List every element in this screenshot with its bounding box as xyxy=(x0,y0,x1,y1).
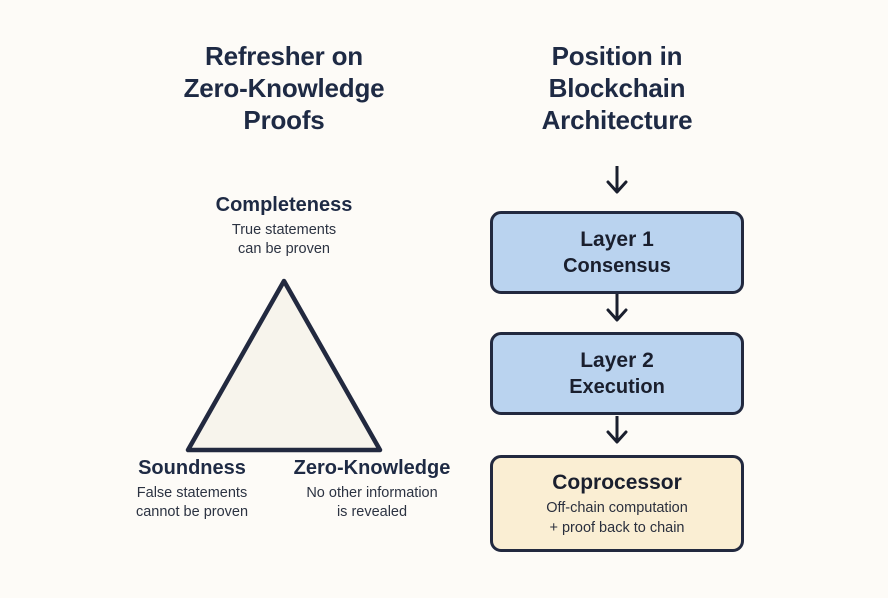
vertex-name-zero-knowledge: Zero-Knowledge xyxy=(293,457,451,479)
vertex-desc-soundness: False statements cannot be proven xyxy=(104,484,280,522)
triangle-polygon xyxy=(185,278,383,453)
vertex-desc-soundness-line-2: cannot be proven xyxy=(135,504,249,520)
vertex-label-zero-knowledge: Zero-Knowledge No other information is r… xyxy=(272,455,472,522)
arrow-down-icon xyxy=(606,294,628,322)
stack-box-layer-2-subtitle: Execution xyxy=(569,375,665,398)
right-title-line-1: Position in xyxy=(551,41,683,71)
right-panel-title: Position in Blockchain Architecture xyxy=(487,40,747,136)
vertex-desc-completeness-line-1: True statements xyxy=(231,222,337,238)
architecture-panel: Position in Blockchain Architecture Laye… xyxy=(470,0,888,598)
zkp-triangle-shape xyxy=(185,278,383,453)
vertex-label-soundness: Soundness False statements cannot be pro… xyxy=(104,455,280,522)
stack-box-coprocessor[interactable]: Coprocessor Off-chain computation + proo… xyxy=(490,455,744,552)
vertex-desc-zero-knowledge-line-2: is revealed xyxy=(336,504,408,520)
vertex-label-completeness: Completeness True statements can be prov… xyxy=(144,192,424,259)
stack-box-coprocessor-desc-line-1: Off-chain computation xyxy=(546,500,688,516)
left-panel-title: Refresher on Zero-Knowledge Proofs xyxy=(114,40,454,136)
vertex-desc-completeness-line-2: can be proven xyxy=(238,241,330,257)
stack-box-layer-1[interactable]: Layer 1 Consensus xyxy=(490,211,744,294)
stack-box-coprocessor-title: Coprocessor xyxy=(552,471,682,494)
vertex-desc-zero-knowledge-line-1: No other information xyxy=(306,485,438,501)
arrow-down-icon xyxy=(606,166,628,194)
stack-box-coprocessor-desc-line-2: + proof back to chain xyxy=(549,520,685,536)
vertex-desc-soundness-line-1: False statements xyxy=(136,485,248,501)
left-title-line-1: Refresher on xyxy=(205,41,363,71)
vertex-name-soundness: Soundness xyxy=(138,457,246,479)
stack-box-layer-2-title: Layer 2 xyxy=(580,348,654,372)
vertex-desc-zero-knowledge: No other information is revealed xyxy=(272,484,472,522)
left-title-line-2: Zero-Knowledge xyxy=(183,73,385,103)
stack-box-layer-1-title: Layer 1 xyxy=(580,227,654,251)
stack-box-coprocessor-desc: Off-chain computation + proof back to ch… xyxy=(546,498,688,538)
vertex-name-completeness: Completeness xyxy=(215,194,353,216)
right-title-line-2: Blockchain xyxy=(548,73,686,103)
stack-box-layer-2[interactable]: Layer 2 Execution xyxy=(490,332,744,415)
left-title-line-3: Proofs xyxy=(243,105,325,135)
zkp-panel: Refresher on Zero-Knowledge Proofs Compl… xyxy=(104,40,472,522)
arrow-down-icon xyxy=(606,416,628,444)
vertex-desc-completeness: True statements can be proven xyxy=(144,221,424,259)
stack-box-layer-1-subtitle: Consensus xyxy=(563,254,671,277)
right-title-line-3: Architecture xyxy=(541,105,693,135)
